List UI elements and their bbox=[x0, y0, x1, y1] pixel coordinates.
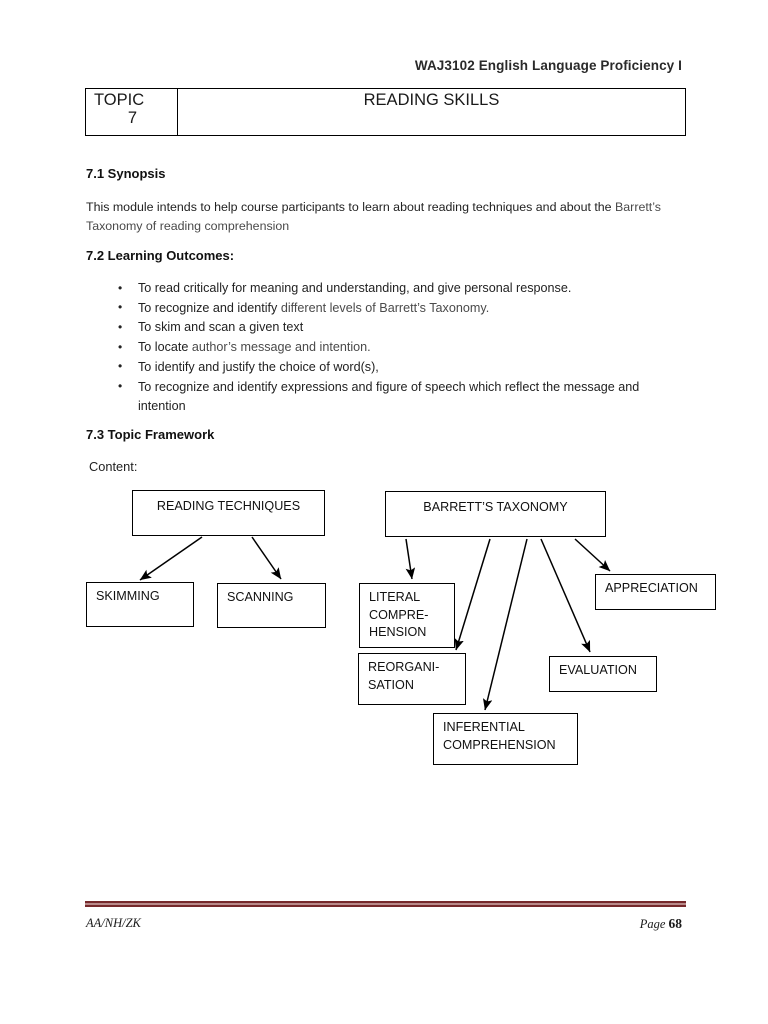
footer-page-number: 68 bbox=[668, 916, 683, 931]
synopsis-line-1: This module intends to help course parti… bbox=[86, 200, 616, 214]
list-item: To locate author’s message and intention… bbox=[86, 338, 680, 358]
list-item: To identify and justify the choice of wo… bbox=[86, 357, 680, 378]
edge-reading-techniques-scanning bbox=[251, 536, 282, 580]
outcome-text: To skim and scan a given text bbox=[138, 320, 304, 335]
list-item: To recognize and identify different leve… bbox=[86, 298, 680, 319]
synopsis-heading: 7.1 Synopsis bbox=[86, 166, 166, 181]
edge-barretts-inferential bbox=[482, 538, 528, 711]
outcome-text: To recognize and identify expressions an… bbox=[138, 379, 640, 414]
edge-reading-techniques-skimming bbox=[139, 536, 203, 581]
node-literal-line-1: LITERAL bbox=[369, 590, 421, 604]
footer-page: Page 68 bbox=[640, 916, 682, 932]
node-literal-line-2: COMPRE- bbox=[369, 607, 429, 622]
footer-authors: AA/NH/ZK bbox=[86, 916, 141, 930]
topic-framework-heading: 7.3 Topic Framework bbox=[86, 427, 215, 442]
outcome-text: To recognize and identify bbox=[138, 300, 281, 315]
content-label: Content: bbox=[89, 459, 138, 474]
node-reorganisation-line-2: SATION bbox=[368, 677, 414, 692]
node-literal-comprehension: LITERAL COMPRE- HENSION bbox=[359, 583, 455, 648]
node-inferential-comprehension: INFERENTIAL COMPREHENSION bbox=[433, 713, 578, 765]
node-reading-techniques: READING TECHNIQUES bbox=[132, 490, 325, 536]
outcome-text: To locate bbox=[138, 340, 192, 355]
learning-outcomes-list: To read critically for meaning and under… bbox=[86, 279, 680, 417]
topic-label: TOPIC bbox=[94, 91, 145, 109]
outcome-text-tail: different levels of Barrett’s Taxonomy. bbox=[280, 300, 490, 315]
list-item: To read critically for meaning and under… bbox=[86, 279, 680, 299]
node-reorganisation-line-1: REORGANI- bbox=[368, 660, 440, 674]
node-literal-line-3: HENSION bbox=[369, 625, 427, 639]
outcome-text-tail: author’s message and intention. bbox=[191, 340, 371, 355]
topic-title-table: TOPIC 7 READING SKILLS bbox=[85, 88, 686, 136]
node-reorganisation: REORGANI- SATION bbox=[358, 653, 466, 705]
node-scanning: SCANNING bbox=[217, 583, 326, 628]
running-header: WAJ3102 English Language Proficiency I bbox=[414, 58, 682, 73]
edge-barretts-literal bbox=[405, 538, 416, 580]
synopsis-line-2: Barrett’s Taxonomy of reading comprehens… bbox=[86, 200, 661, 233]
edge-barretts-evaluation bbox=[540, 538, 591, 653]
list-item: To skim and scan a given text bbox=[86, 318, 680, 338]
edge-barretts-appreciation bbox=[574, 538, 611, 572]
node-barretts-taxonomy: BARRETT’S TAXONOMY bbox=[385, 491, 606, 537]
node-inferential-line-1: INFERENTIAL bbox=[443, 720, 525, 734]
edge-barretts-reorganisation bbox=[454, 538, 491, 651]
footer-page-label: Page bbox=[639, 917, 669, 931]
list-item: To recognize and identify expressions an… bbox=[86, 377, 680, 417]
node-inferential-line-2: COMPREHENSION bbox=[443, 737, 556, 752]
topic-title-cell: READING SKILLS bbox=[363, 91, 500, 109]
outcome-text: To identify and justify the choice of wo… bbox=[138, 359, 379, 374]
topic-number-cell: TOPIC 7 bbox=[86, 89, 178, 135]
node-appreciation: APPRECIATION bbox=[595, 574, 716, 610]
topic-number: 7 bbox=[127, 109, 138, 128]
outcome-text: To read critically for meaning and under… bbox=[138, 281, 572, 295]
synopsis-paragraph: This module intends to help course parti… bbox=[86, 198, 680, 235]
footer-rule bbox=[85, 901, 686, 907]
node-evaluation: EVALUATION bbox=[549, 656, 657, 692]
learning-outcomes-heading: 7.2 Learning Outcomes: bbox=[86, 248, 235, 263]
node-skimming: SKIMMING bbox=[86, 582, 194, 627]
